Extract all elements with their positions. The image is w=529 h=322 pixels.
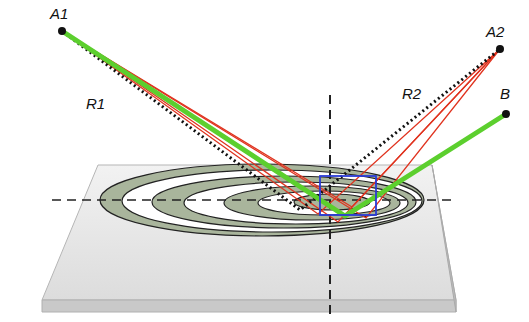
point-dot <box>496 45 504 53</box>
green-ray <box>62 31 506 216</box>
point-label: A1 <box>50 6 68 21</box>
highlight-box <box>320 176 376 215</box>
ray-label: R2 <box>402 86 421 101</box>
point-dot <box>502 110 510 118</box>
ray-label: R1 <box>86 96 105 111</box>
point-dot <box>58 27 66 35</box>
red-rays <box>62 31 500 222</box>
horizontal-axis <box>52 199 455 201</box>
reference-path <box>62 31 500 210</box>
point-label: A2 <box>486 24 504 39</box>
slab-front <box>42 300 456 312</box>
point-label: B <box>500 86 510 101</box>
slab-side <box>432 165 456 312</box>
